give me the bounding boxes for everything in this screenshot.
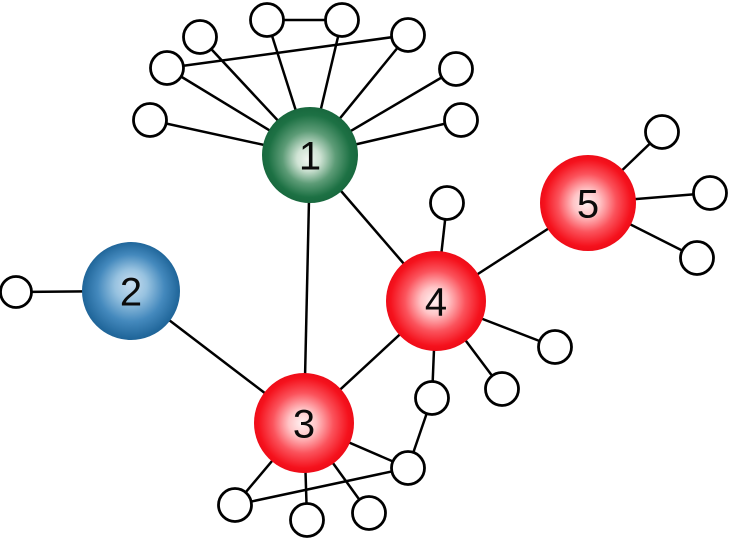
node-2[interactable] [82, 242, 180, 340]
leaf-node-s15[interactable] [484, 371, 520, 407]
leaf-node-s9[interactable] [0, 275, 33, 309]
leaf-node-s6[interactable] [390, 17, 426, 53]
edge-s10-s13 [234, 466, 409, 507]
leaf-node-s2[interactable] [149, 50, 185, 86]
leaf-node-s13[interactable] [390, 450, 426, 486]
leaf-node-s7[interactable] [438, 51, 474, 87]
leaf-node-s19[interactable] [692, 175, 728, 211]
leaf-node-s16[interactable] [537, 329, 573, 365]
leaf-node-s20[interactable] [679, 240, 715, 276]
leaf-node-s14[interactable] [414, 380, 450, 416]
node-3[interactable] [254, 373, 354, 473]
leaf-node-s10[interactable] [217, 487, 253, 523]
edge-s2-s6 [166, 33, 409, 70]
node-1[interactable] [262, 107, 358, 203]
leaf-node-s4[interactable] [249, 2, 285, 38]
leaf-node-s5[interactable] [324, 2, 360, 38]
leaf-node-s11[interactable] [289, 502, 325, 538]
leaf-node-s12[interactable] [351, 495, 387, 531]
leaf-node-s18[interactable] [644, 114, 680, 150]
leaf-node-s1[interactable] [132, 102, 168, 138]
leaf-node-s3[interactable] [182, 19, 218, 55]
node-4[interactable] [386, 251, 486, 351]
leaf-node-s8[interactable] [443, 102, 479, 138]
node-5[interactable] [540, 155, 636, 251]
leaf-node-s17[interactable] [429, 185, 465, 221]
